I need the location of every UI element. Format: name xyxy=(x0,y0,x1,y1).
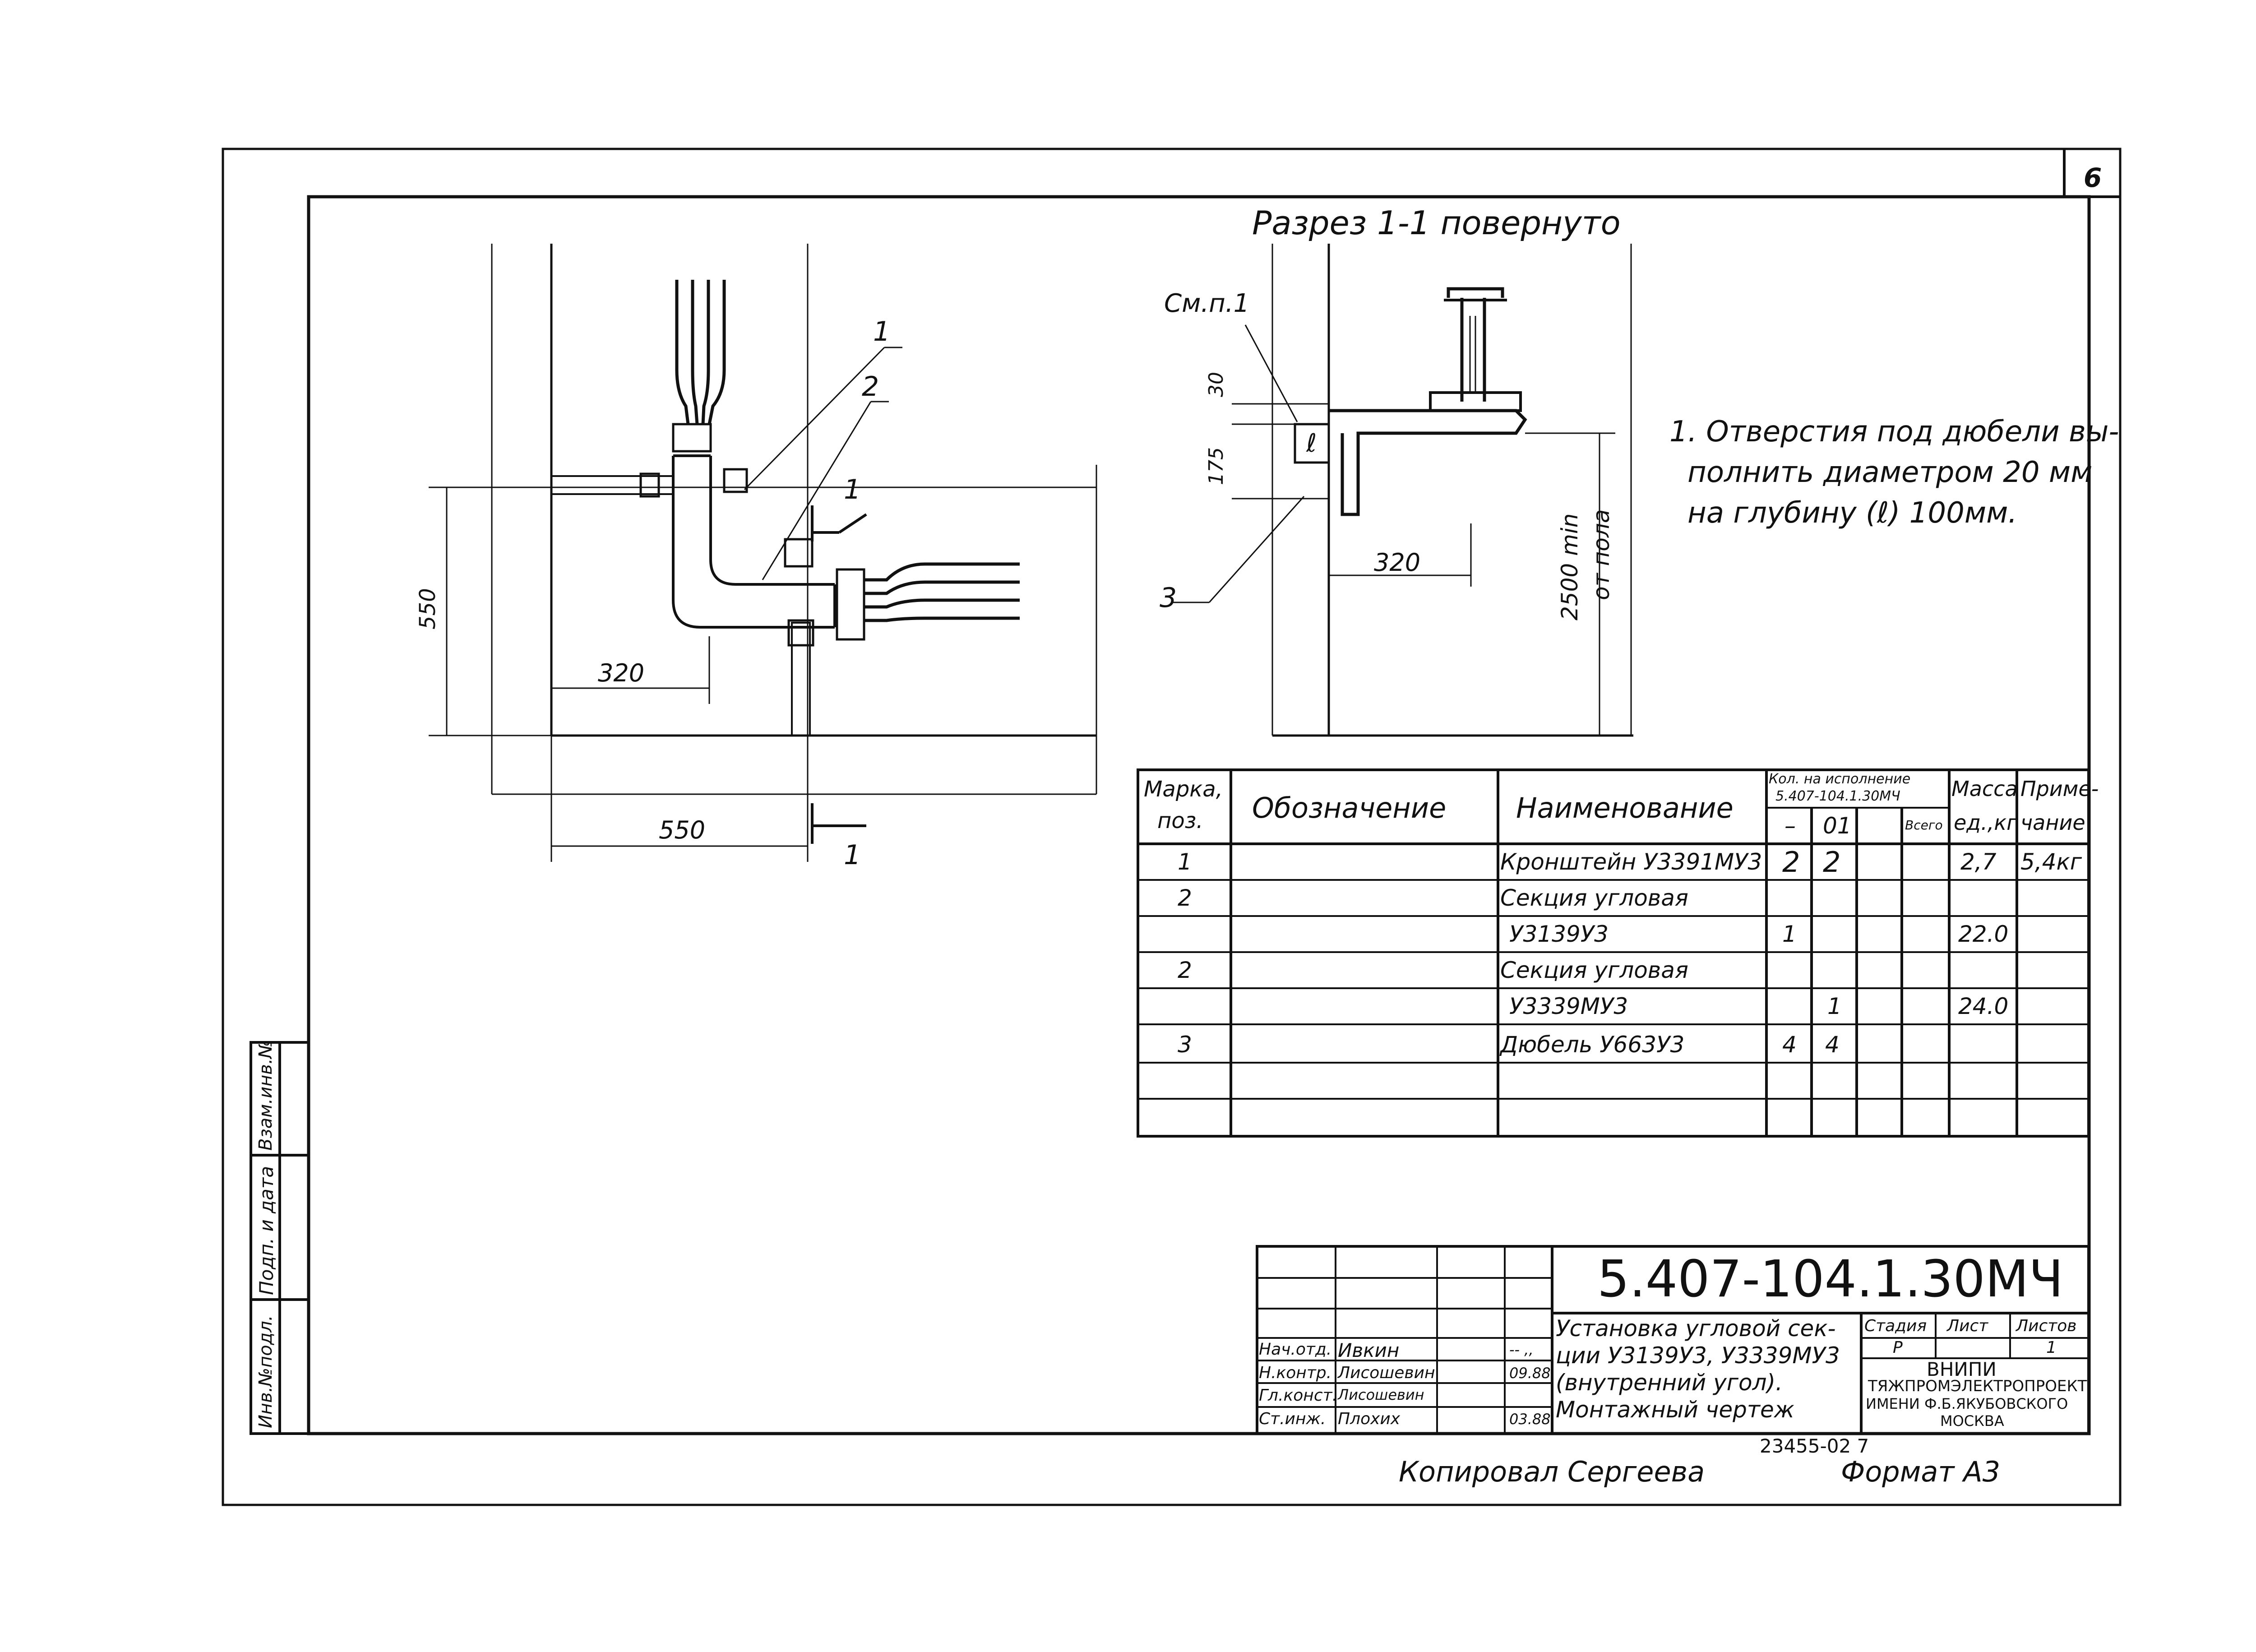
title-line-3: (внутренний угол). xyxy=(1556,1370,1783,1396)
sig-2-date: 09.88 xyxy=(1509,1365,1551,1382)
dim-section-320: 320 xyxy=(1374,548,1421,577)
side-stamp-inv-no: Инв.№подл. xyxy=(255,1315,276,1428)
header-mass-2: ед.,кг xyxy=(1954,810,2018,835)
plan-view xyxy=(429,244,1097,862)
row-6-qty-b: 4 xyxy=(1825,1032,1840,1058)
header-qty-1: Кол. на исполнение xyxy=(1769,771,1911,787)
sig-3-role: Гл.конст. xyxy=(1259,1386,1338,1405)
header-mass-1: Масса xyxy=(1951,777,2018,801)
header-note-2: чание xyxy=(2020,810,2085,835)
sig-2-name: Лисошевин xyxy=(1338,1364,1435,1382)
side-stamp-frame xyxy=(250,1041,310,1435)
header-designation: Обозначение xyxy=(1252,791,1447,824)
org-line-2: ТЯЖПРОМЭЛЕКТРОПРОЕКТ xyxy=(1868,1377,2087,1395)
sheets-value: 1 xyxy=(2046,1338,2057,1357)
sheets-label: Листов xyxy=(2016,1317,2077,1335)
position-3-label: 3 xyxy=(1160,582,1177,614)
stage-label: Стадия xyxy=(1864,1317,1927,1335)
header-qty-b: 01 xyxy=(1823,813,1852,839)
row-1-mass: 2,7 xyxy=(1960,849,1997,875)
row-6-qty-a: 4 xyxy=(1782,1032,1797,1058)
document-code: 5.407-104.1.30МЧ xyxy=(1597,1250,2064,1309)
sheet-label: Лист xyxy=(1947,1317,1988,1335)
position-1-label: 1 xyxy=(873,316,891,347)
sig-4-role: Ст.инж. xyxy=(1259,1410,1326,1428)
sig-4-date: 03.88 xyxy=(1509,1411,1551,1428)
row-4-mark: 2 xyxy=(1178,957,1192,983)
length-label: ℓ xyxy=(1306,429,1317,458)
header-mark-1: Марка, xyxy=(1144,777,1223,802)
side-stamp-replace: Взам.инв.№ xyxy=(255,1039,276,1151)
format-label: Формат А3 xyxy=(1841,1455,2001,1488)
header-mark-2: поз. xyxy=(1157,808,1203,833)
side-stamp-sign-date: Подп. и дата xyxy=(255,1166,277,1295)
title-line-4: Монтажный чертеж xyxy=(1556,1397,1794,1423)
dim-height-min: 2500 min xyxy=(1557,513,1583,620)
position-2-label: 2 xyxy=(862,371,879,403)
org-line-4: МОСКВА xyxy=(1940,1412,2004,1430)
row-3-name: У3139У3 xyxy=(1509,921,1609,947)
dim-height-floor: от пола xyxy=(1588,509,1614,601)
sig-1-name: Ивкин xyxy=(1338,1339,1400,1361)
see-note-callout: См.п.1 xyxy=(1164,289,1250,318)
row-1-mark: 1 xyxy=(1178,849,1192,875)
row-6-mark: 3 xyxy=(1178,1032,1192,1058)
note-line-1: 1. Отверстия под дюбели вы- xyxy=(1669,415,2119,449)
dim-plan-vertical: 550 xyxy=(415,588,440,629)
row-5-qty-b: 1 xyxy=(1827,993,1842,1019)
row-5-mass: 24.0 xyxy=(1958,993,2009,1019)
dim-section-175: 175 xyxy=(1205,447,1228,485)
sheet-number: 6 xyxy=(2084,162,2102,193)
header-qty-2: 5.407-104.1.30МЧ xyxy=(1775,788,1900,804)
sig-1-role: Нач.отд. xyxy=(1259,1340,1332,1359)
row-1-name: Кронштейн У3391МУ3 xyxy=(1500,849,1762,875)
row-2-mark: 2 xyxy=(1178,885,1192,911)
sig-1-date: -- ,, xyxy=(1509,1341,1534,1358)
row-1-qty-b: 2 xyxy=(1823,846,1841,879)
section-title: Разрез 1-1 повернуто xyxy=(1252,204,1621,242)
dim-plan-outer: 550 xyxy=(659,816,706,844)
row-3-qty-a: 1 xyxy=(1782,921,1797,947)
dim-plan-inner: 320 xyxy=(598,659,645,687)
org-line-1: ВНИПИ xyxy=(1927,1358,1997,1380)
sig-4-name: Плохих xyxy=(1338,1410,1401,1428)
note-line-3: на глубину (ℓ) 100мм. xyxy=(1687,496,2017,530)
row-6-name: Дюбель У663У3 xyxy=(1500,1032,1685,1058)
section-mark-bottom xyxy=(811,803,866,844)
header-qty-a: – xyxy=(1784,813,1796,839)
row-4-name: Секция угловая xyxy=(1500,957,1688,983)
header-qty-total: Всего xyxy=(1905,818,1943,833)
sig-2-role: Н.контр. xyxy=(1259,1364,1332,1382)
org-line-3: ИМЕНИ Ф.Б.ЯКУБОВСКОГО xyxy=(1866,1395,2068,1412)
spec-table-grid xyxy=(1137,768,2090,1138)
row-3-mass: 22.0 xyxy=(1958,921,2009,947)
section-mark-top-label: 1 xyxy=(844,474,861,505)
title-line-2: ции У3139У3, У3339МУ3 xyxy=(1556,1342,1840,1369)
title-block-grid xyxy=(1256,1245,2090,1435)
archive-number: 23455-02 7 xyxy=(1760,1435,1869,1457)
row-1-qty-a: 2 xyxy=(1782,846,1800,879)
section-mark-bottom-label: 1 xyxy=(844,839,861,871)
section-view xyxy=(1173,244,1633,737)
copied-by: Копировал Сергеева xyxy=(1399,1455,1705,1488)
stage-value: Р xyxy=(1893,1338,1903,1357)
row-2-name: Секция угловая xyxy=(1500,885,1688,911)
title-line-1: Установка угловой сек- xyxy=(1556,1315,1836,1342)
header-note-1: Приме- xyxy=(2020,777,2099,801)
sig-3-name: Лисошевин xyxy=(1338,1386,1424,1403)
dim-section-30: 30 xyxy=(1205,372,1228,397)
row-5-name: У3339МУ3 xyxy=(1509,993,1628,1019)
header-name: Наименование xyxy=(1516,791,1734,824)
section-mark-top xyxy=(811,505,867,541)
row-1-note: 5,4кг xyxy=(2020,849,2082,875)
note-line-2: полнить диаметром 20 мм xyxy=(1687,456,2093,489)
